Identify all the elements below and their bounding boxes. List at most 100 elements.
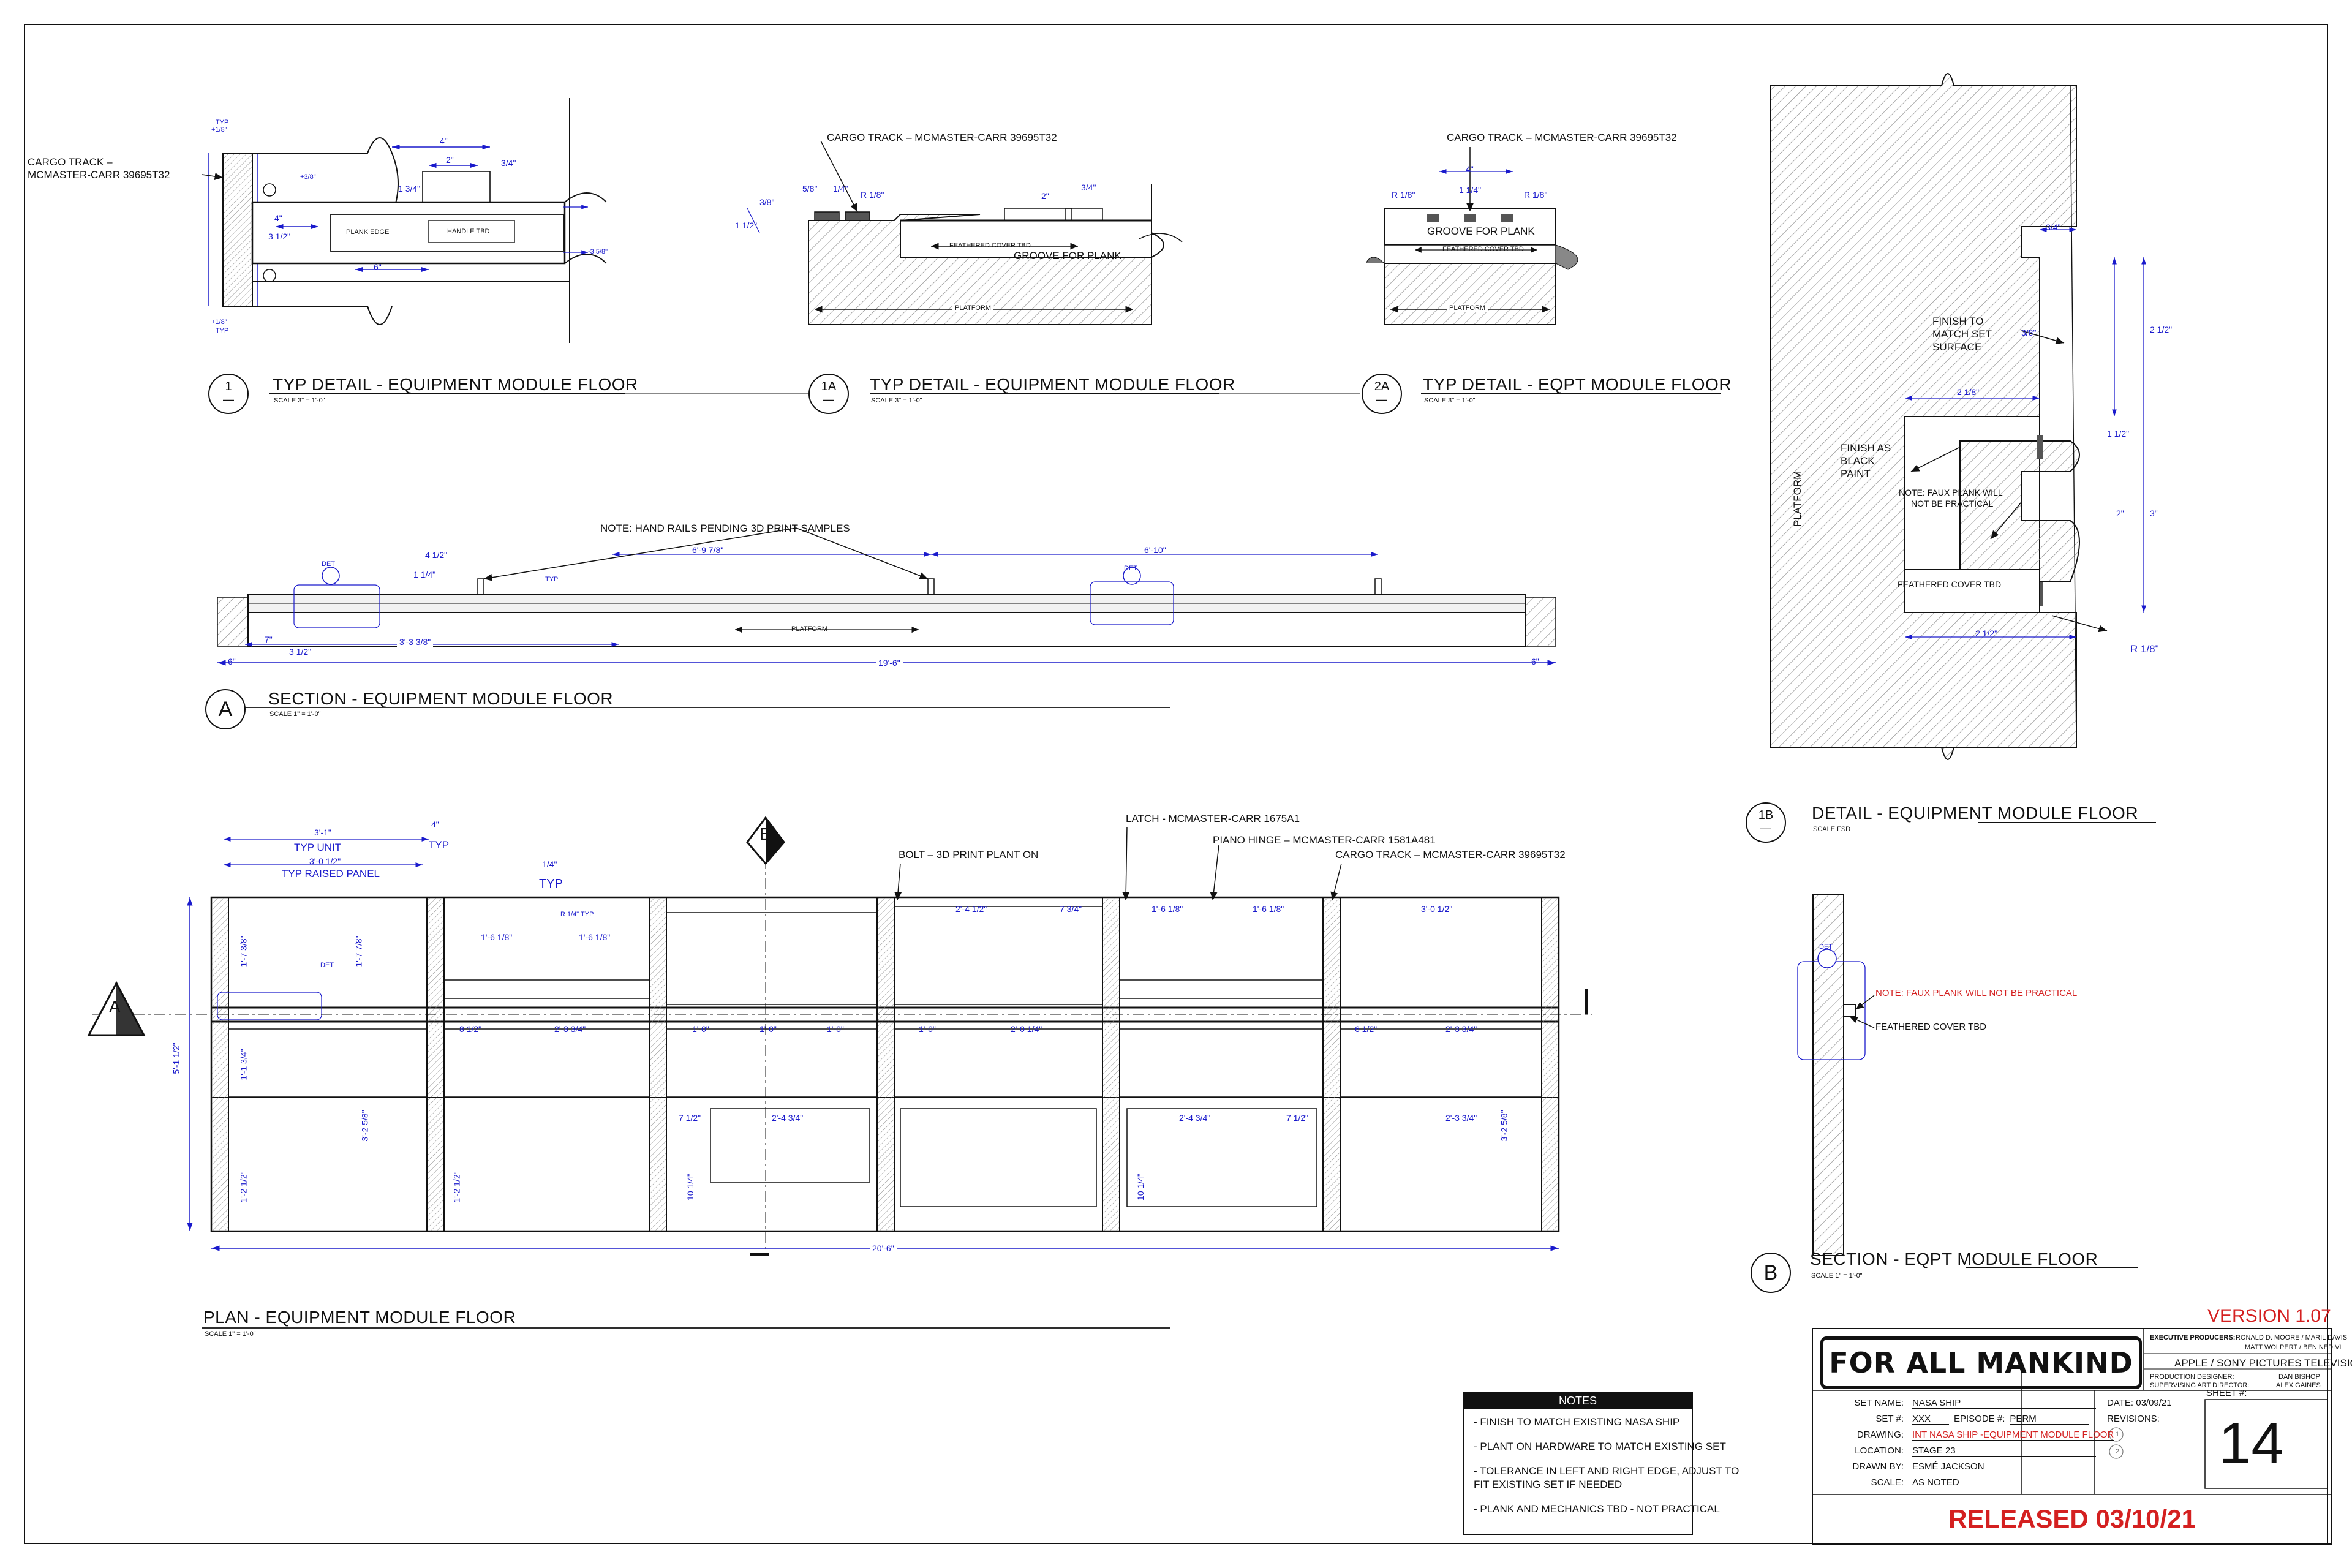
cargo-track-label-2a: CARGO TRACK – MCMASTER-CARR 39695T32 (1447, 132, 1677, 143)
dim-1-4-plan: 1/4" (542, 859, 557, 869)
revision-1: 1 (2116, 1431, 2120, 1438)
dim-3-8-1b: 3/8" (2021, 328, 2037, 337)
detail-1-title: TYP DETAIL - EQUIPMENT MODULE FLOOR (273, 375, 638, 394)
exec-names-2: MATT WOLPERT / BEN NEDIVI (2245, 1344, 2342, 1351)
detail-number-2a: 2A (1374, 380, 1390, 393)
cargo-track-label-1: CARGO TRACK – (28, 156, 113, 168)
dim-6-10: 6'-10" (1144, 545, 1166, 555)
typ-d1-top: TYP (216, 119, 229, 126)
piano-hinge-label: PIANO HINGE – MCMASTER-CARR 1581A481 (1213, 834, 1436, 846)
drawing-label: DRAWING: (1856, 1430, 1904, 1440)
dim-3-3-3-8: 3'-3 3/8" (397, 637, 434, 647)
dim-2-3-3-4-c: 2'-3 3/4" (1446, 1113, 1477, 1123)
det-plan-label: DET (320, 962, 334, 969)
date-label: DATE: 03/09/21 (2107, 1398, 2172, 1408)
dim-3-4-d1: 3/4" (501, 158, 516, 168)
dim-19-6: 19'-6" (876, 658, 903, 668)
dim-2-1-2-1b-bottom: 2 1/2" (1975, 628, 1998, 638)
revisions-label: REVISIONS: (2107, 1414, 2160, 1424)
section-b-note: NOTE: FAUX PLANK WILL NOT BE PRACTICAL (1875, 988, 2078, 998)
section-a-drawing (217, 527, 1556, 666)
feathered-cover-1a: FEATHERED COVER TBD (949, 242, 1031, 249)
sheet-border (24, 24, 2328, 1544)
notes-box: NOTES - FINISH TO MATCH EXISTING NASA SH… (1463, 1392, 1739, 1535)
dim-3-4-1b: 3/4" (2046, 222, 2061, 232)
row-drawn-by: DRAWN BY: ESMÉ JACKSON (1813, 1461, 2096, 1472)
pd-label: PRODUCTION DESIGNER: (2150, 1373, 2234, 1381)
section-b-title: SECTION - EQPT MODULE FLOOR (1810, 1250, 2098, 1268)
location-value: STAGE 23 (1912, 1446, 2096, 1457)
episode-value: PERM (2010, 1414, 2090, 1425)
detail-1b-title: DETAIL - EQUIPMENT MODULE FLOOR (1812, 804, 2139, 823)
section-bubble-b: B (1751, 1253, 1791, 1293)
dim-r1-8-1a: R 1/8" (861, 190, 884, 200)
dim-2-1a: 2" (1041, 191, 1049, 201)
detail-number-1a: 1A (821, 380, 837, 393)
drawn-by-value: ESMÉ JACKSON (1912, 1461, 2096, 1472)
dim-1-0-c: 1'-0" (827, 1024, 844, 1034)
dim-6-secA-left: 6" (228, 657, 236, 666)
faux-plank-l2: NOT BE PRACTICAL (1911, 499, 1994, 508)
dim-2-3-3-4-b: 2'-3 3/4" (1446, 1024, 1477, 1034)
revision-2: 2 (2116, 1448, 2120, 1455)
dim-1-6-1-8-a: 1'-6 1/8" (481, 932, 513, 942)
cargo-track-label-1a: CARGO TRACK – MCMASTER-CARR 39695T32 (827, 132, 1057, 143)
dim-6-1-2: 6 1/2" (1355, 1024, 1378, 1034)
bolt-label: BOLT – 3D PRINT PLANT ON (899, 849, 1039, 861)
finish-match-l3: SURFACE (1932, 341, 1982, 353)
dim-1-1-2-1a: 1 1/2" (735, 221, 758, 230)
dim-1-2-1-2-a: 1'-2 1/2" (238, 1171, 249, 1203)
drawing-value: INT NASA SHIP -EQUIPMENT MODULE FLOOR (1912, 1430, 2114, 1441)
dim-1-2-1-2-b: 1'-2 1/2" (451, 1171, 462, 1203)
detail-1a-title: TYP DETAIL - EQUIPMENT MODULE FLOOR (870, 375, 1235, 394)
dim-7-1-2-a: 7 1/2" (679, 1113, 701, 1123)
dim-2-d1: 2" (446, 155, 454, 165)
dim-4-d1b: 4" (274, 213, 282, 223)
detail-bubble-1b: 1B— (1746, 802, 1786, 843)
studio-label: APPLE / SONY PICTURES TELEVISION (2174, 1357, 2352, 1369)
drawn-by-label: DRAWN BY: (1852, 1461, 1904, 1472)
typ-d1-bottom: TYP (216, 327, 229, 334)
dim-r-quarter-typ: R 1/4" TYP (560, 911, 594, 918)
finish-black-l2: BLACK (1841, 455, 1875, 467)
dim-r1-8-1b: R 1/8" (2130, 643, 2159, 655)
row-scale: SCALE:AS NOTED (1813, 1477, 2096, 1488)
dim-1-1-3-4: 1'-1 3/4" (238, 1049, 249, 1080)
dim-1-6-1-8-d: 1'-6 1/8" (1253, 904, 1284, 914)
detail-1a-scale: SCALE 3" = 1'-0" (871, 397, 922, 404)
handrails-note: NOTE: HAND RAILS PENDING 3D PRINT SAMPLE… (600, 522, 850, 534)
location-label: LOCATION: (1855, 1446, 1904, 1456)
dim-5-8-1a: 5/8" (802, 184, 818, 194)
dim-5-1-1-2: 5'-1 1/2" (171, 1042, 181, 1074)
title-block: FOR ALL MANKIND EXECUTIVE PRODUCERS: RON… (1812, 1328, 2352, 1545)
dim-3-2-5-8-b: 3'-2 5/8" (1499, 1110, 1509, 1142)
typ-plan-top: TYP (429, 839, 450, 851)
sad-name: ALEX GAINES (2276, 1382, 2321, 1389)
exec-producers-label: EXECUTIVE PRODUCERS: (2150, 1334, 2236, 1341)
section-a-title: SECTION - EQUIPMENT MODULE FLOOR (268, 689, 614, 708)
detail-bubble-1a: 1A— (809, 374, 849, 414)
detail-1-drawing (208, 98, 607, 343)
dim-3-1: 3'-1" (314, 827, 331, 837)
dim-6-9-7-8: 6'-9 7/8" (692, 545, 724, 555)
dim-20-6: 20'-6" (870, 1243, 897, 1253)
detail-number-1: 1 (225, 380, 232, 393)
dim-plus-1-8-d1b: +1/8" (211, 318, 227, 326)
dim-3-4-1a: 3/4" (1081, 183, 1096, 192)
dim-1-2-1b: 1 1/2" (2107, 429, 2130, 439)
detail-number-1b: 1B (1758, 809, 1774, 822)
row-drawing: DRAWING: INT NASA SHIP -EQUIPMENT MODULE … (1813, 1430, 2114, 1441)
dim-r1-8-2a-b: R 1/8" (1524, 190, 1548, 200)
det-2a-label: DET (1124, 565, 1137, 572)
section-bubble-a: A (205, 689, 246, 729)
typ-unit-label: TYP UNIT (294, 842, 342, 853)
dim-2-0-1-4: 2'-0 1/4" (1011, 1024, 1042, 1034)
platform-label-2a: PLATFORM (1447, 304, 1488, 312)
section-b-scale: SCALE 1" = 1'-0" (1811, 1272, 1863, 1280)
dim-1-0-d: 1'-0" (919, 1024, 936, 1034)
dim-1-4-1a: 1/4" (833, 184, 848, 194)
faux-plank-l1: NOTE: FAUX PLANK WILL (1899, 488, 2003, 497)
sheet-number: 14 (2218, 1411, 2284, 1476)
groove-label-1a: GROOVE FOR PLANK (1014, 250, 1121, 262)
